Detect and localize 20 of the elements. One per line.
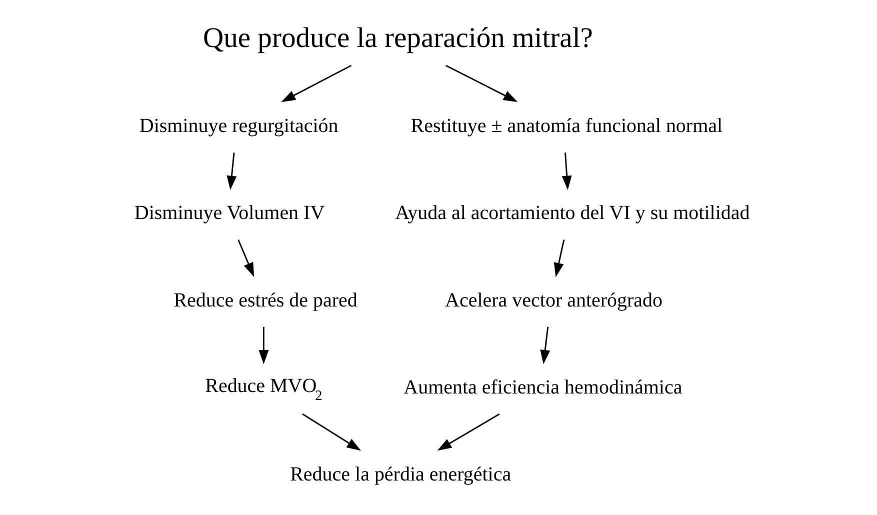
node-text: Aumenta eficiencia hemodinámica [403, 376, 682, 398]
arrow [436, 413, 500, 451]
node-text: Reduce MVO$_{2}$ [204, 375, 322, 404]
arrow [561, 152, 572, 190]
node-text: Ayuda al acortamiento del VI y su motilidad [394, 202, 750, 224]
arrow [226, 152, 236, 190]
arrow [237, 239, 254, 278]
arrow [540, 326, 550, 364]
node-text: Disminuye regurgitación [138, 115, 338, 138]
node-text: Reduce estrés de pared [173, 289, 357, 312]
arrow [445, 64, 518, 102]
arrow [280, 64, 352, 102]
node-text: Restituye ± anatomía funcional normal [410, 115, 722, 138]
node-text: Reduce la pérdia energética [290, 464, 511, 486]
node-text: Que produce la reparación mitral? [202, 22, 592, 54]
node-text: Disminuye Volumen IV [134, 202, 324, 224]
arrow [302, 413, 361, 451]
node-text: Acelera vector anterógrado [444, 289, 662, 312]
arrow [553, 240, 564, 278]
arrow [258, 326, 268, 364]
